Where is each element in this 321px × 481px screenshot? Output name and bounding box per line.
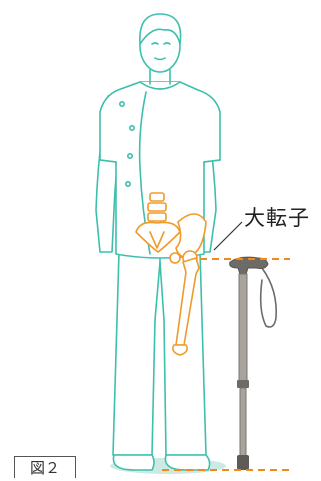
cane-tip: [237, 455, 249, 470]
left-leg: [113, 252, 160, 455]
greater-trochanter-label: 大転子: [244, 202, 310, 232]
cane-shaft-lower: [240, 388, 246, 456]
figure-number-tag: 図２: [14, 456, 76, 478]
left-shoe: [113, 455, 154, 470]
label-leader-line: [214, 222, 242, 250]
right-shoe: [165, 455, 209, 470]
walking-cane-icon: [230, 257, 277, 470]
cane-shaft-upper: [239, 274, 247, 384]
